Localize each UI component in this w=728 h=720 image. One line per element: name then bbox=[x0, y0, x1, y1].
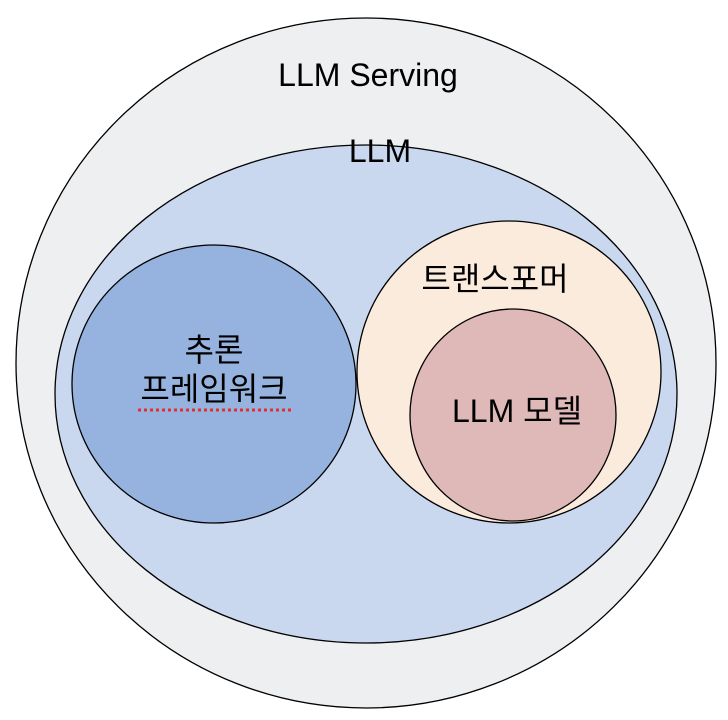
llm-serving-label: LLM Serving bbox=[278, 57, 458, 93]
llm-model-circle bbox=[409, 308, 617, 522]
llm-label: LLM bbox=[349, 133, 411, 169]
transformer-label: 트랜스포머 bbox=[421, 261, 568, 297]
llm-model-label: LLM 모델 bbox=[452, 393, 582, 429]
inference-framework-label-line2: 프레임워크 bbox=[140, 371, 287, 407]
inference-framework-label-line1: 추론 bbox=[185, 332, 244, 368]
inference-framework-circle bbox=[71, 244, 357, 524]
